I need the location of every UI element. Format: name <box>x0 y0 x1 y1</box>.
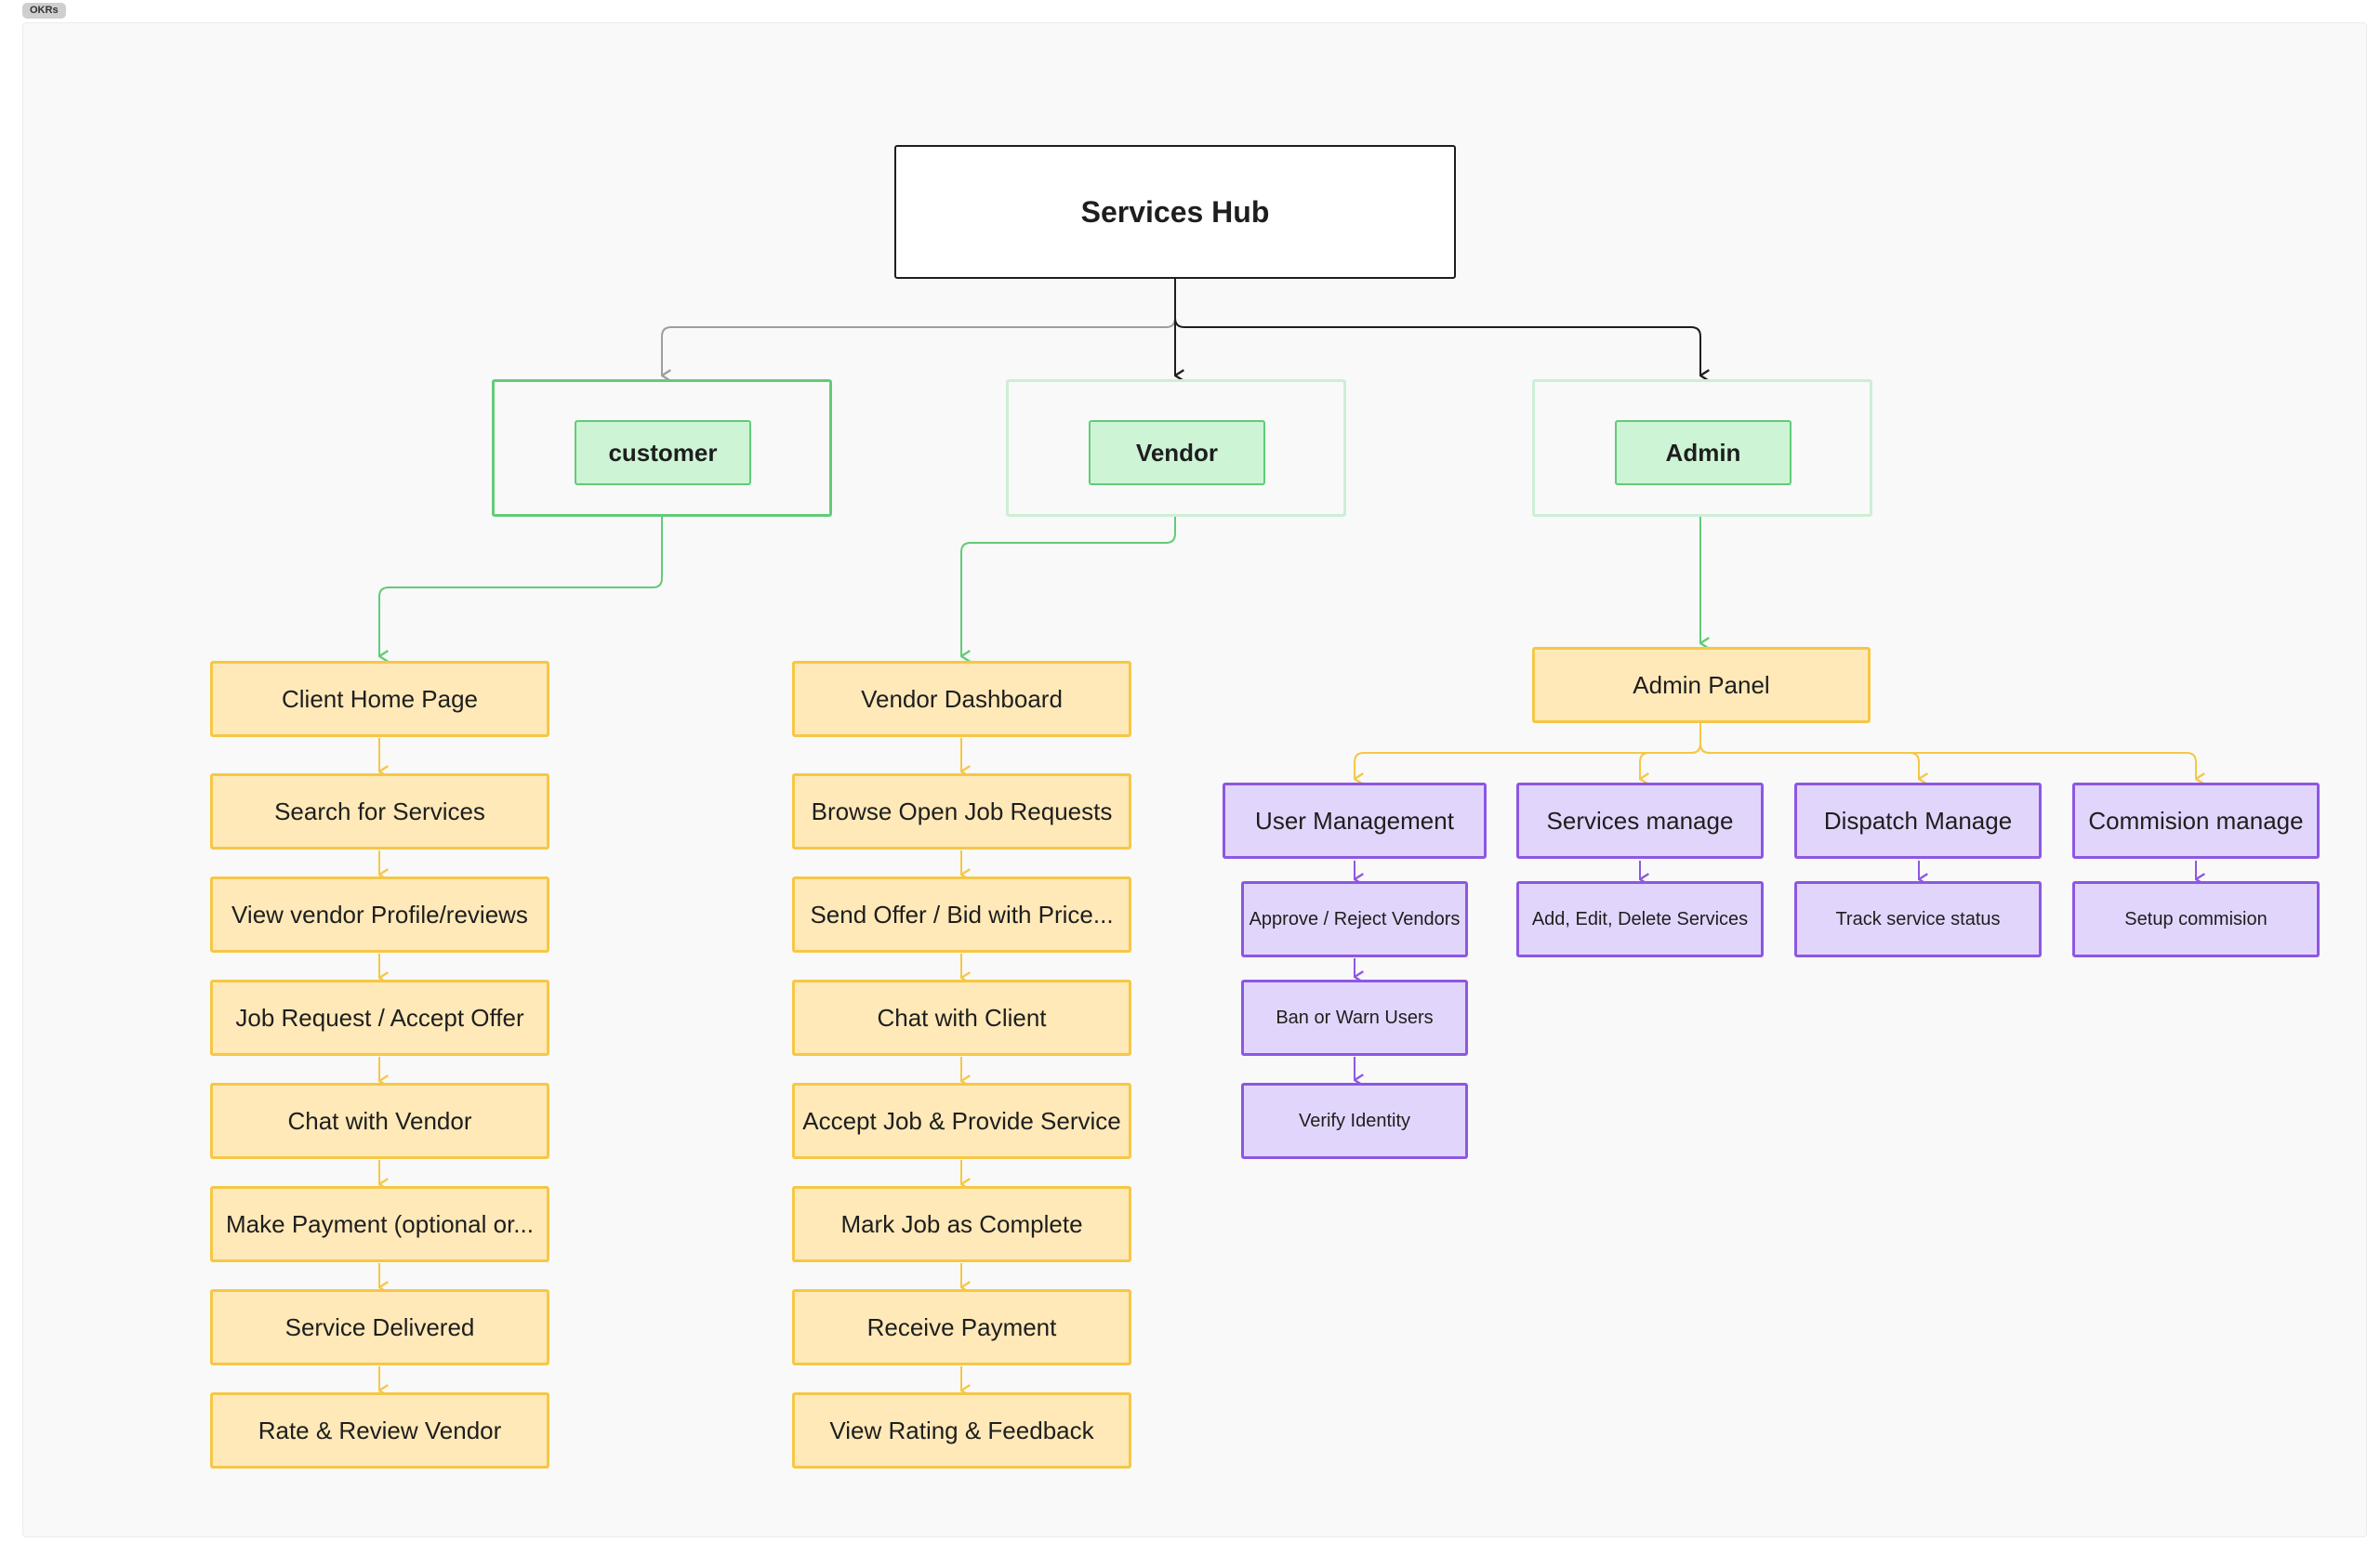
customer-step-job-request[interactable]: Job Request / Accept Offer <box>210 980 549 1056</box>
connector-root-customer <box>662 279 1176 376</box>
connector-vendor-flow <box>961 517 1176 656</box>
frame-tag[interactable]: OKRs <box>22 3 66 19</box>
admin-panel-node[interactable]: Admin Panel <box>1532 647 1871 723</box>
section-customer[interactable]: customer <box>492 379 832 517</box>
vendor-step-send-offer[interactable]: Send Offer / Bid with Price... <box>792 876 1131 953</box>
customer-step-search-for-services[interactable]: Search for Services <box>210 773 549 850</box>
admin-item-track-service-status[interactable]: Track service status <box>1794 881 2042 957</box>
section-label-vendor[interactable]: Vendor <box>1089 420 1265 485</box>
section-vendor[interactable]: Vendor <box>1006 379 1346 517</box>
section-admin[interactable]: Admin <box>1532 379 1872 517</box>
connector-admin-services-manage <box>1640 723 1701 779</box>
connector-root-admin <box>1174 279 1700 376</box>
connector-customer-flow <box>379 517 663 656</box>
customer-step-view-vendor-profile[interactable]: View vendor Profile/reviews <box>210 876 549 953</box>
section-label-customer[interactable]: customer <box>575 420 751 485</box>
vendor-step-vendor-dashboard[interactable]: Vendor Dashboard <box>792 661 1131 737</box>
connector-admin-commision-manage <box>1699 723 2196 779</box>
admin-item-verify-identity[interactable]: Verify Identity <box>1241 1083 1468 1159</box>
vendor-step-receive-payment[interactable]: Receive Payment <box>792 1289 1131 1365</box>
section-label-admin[interactable]: Admin <box>1615 420 1792 485</box>
root-node-services-hub[interactable]: Services Hub <box>894 145 1456 279</box>
admin-item-approve-reject-vendors[interactable]: Approve / Reject Vendors <box>1241 881 1468 957</box>
connector-admin-dispatch-manage <box>1699 723 1919 779</box>
admin-module-dispatch-manage[interactable]: Dispatch Manage <box>1794 783 2042 859</box>
customer-step-service-delivered[interactable]: Service Delivered <box>210 1289 549 1365</box>
admin-item-add-edit-delete-services[interactable]: Add, Edit, Delete Services <box>1516 881 1764 957</box>
vendor-step-accept-job[interactable]: Accept Job & Provide Service <box>792 1083 1131 1159</box>
admin-module-services-manage[interactable]: Services manage <box>1516 783 1764 859</box>
customer-step-client-home-page[interactable]: Client Home Page <box>210 661 549 737</box>
vendor-step-chat-with-client[interactable]: Chat with Client <box>792 980 1131 1056</box>
admin-module-user-management[interactable]: User Management <box>1223 783 1487 859</box>
vendor-step-view-rating-feedback[interactable]: View Rating & Feedback <box>792 1392 1131 1469</box>
customer-step-rate-review-vendor[interactable]: Rate & Review Vendor <box>210 1392 549 1469</box>
admin-module-commision-manage[interactable]: Commision manage <box>2072 783 2320 859</box>
admin-item-ban-warn-users[interactable]: Ban or Warn Users <box>1241 980 1468 1056</box>
admin-item-setup-commision[interactable]: Setup commision <box>2072 881 2320 957</box>
customer-step-chat-with-vendor[interactable]: Chat with Vendor <box>210 1083 549 1159</box>
vendor-step-mark-job-complete[interactable]: Mark Job as Complete <box>792 1186 1131 1262</box>
vendor-step-browse-open-job-requests[interactable]: Browse Open Job Requests <box>792 773 1131 850</box>
customer-step-make-payment[interactable]: Make Payment (optional or... <box>210 1186 549 1262</box>
connector-admin-user-management <box>1355 723 1701 779</box>
